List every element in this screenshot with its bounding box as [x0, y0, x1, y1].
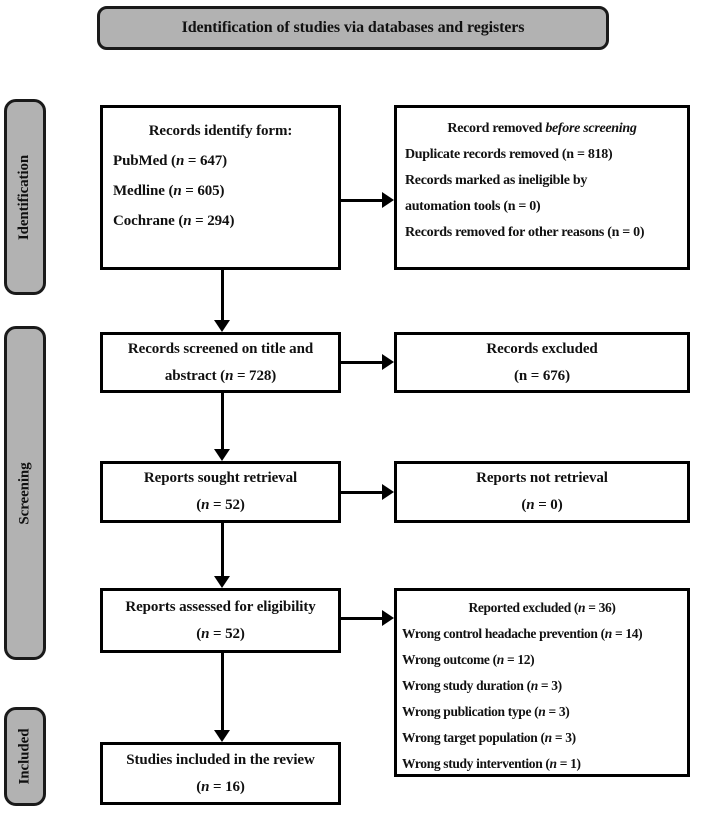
arrowhead-down-icon: [214, 320, 230, 332]
arrowhead-down-icon: [214, 576, 230, 588]
arrow-shaft: [220, 523, 224, 577]
arrow-identified-to-removed: [341, 192, 394, 208]
box-line: Reports sought retrieval: [143, 470, 298, 486]
box-line: Reports not retrieval: [476, 470, 608, 486]
arrow-sought-to-not-retrieved: [341, 484, 394, 500]
stage-label-identification: Identification: [4, 99, 46, 295]
box-line: Wrong study duration (n = 3): [402, 678, 562, 693]
arrow-screened-to-sought: [214, 393, 230, 461]
stage-label-included: Included: [4, 707, 46, 806]
box-line: Wrong control headache prevention (n = 1…: [402, 626, 643, 641]
stage-label-screening: Screening: [4, 326, 46, 660]
box-records-screened: Records screened on title and abstract (…: [100, 332, 341, 393]
arrow-assessed-to-included: [214, 653, 230, 742]
box-reports-assessed: Reports assessed for eligibility (n = 52…: [100, 588, 341, 653]
banner-title: Identification of studies via databases …: [181, 19, 525, 36]
box-line: (n = 676): [514, 367, 570, 384]
box-line: (n = 0): [521, 497, 563, 513]
box-line: Wrong publication type (n = 3): [402, 704, 570, 719]
arrowhead-right-icon: [382, 484, 394, 500]
box-line: Wrong outcome (n = 12): [402, 652, 535, 667]
box-studies-included: Studies included in the review (n = 16): [100, 742, 341, 805]
box-heading: Records identify form:: [148, 123, 293, 139]
arrow-identified-to-screened: [214, 270, 230, 332]
stage-included-text: Included: [16, 728, 33, 785]
box-heading: Record removed before screening: [447, 121, 637, 136]
box-line: Studies included in the review: [126, 751, 315, 768]
box-line: Records marked as ineligible by: [405, 173, 588, 188]
box-line: Duplicate records removed (n = 818): [405, 147, 613, 162]
arrowhead-down-icon: [214, 730, 230, 742]
box-reports-sought: Reports sought retrieval (n = 52): [100, 461, 341, 523]
box-records-excluded: Records excluded (n = 676): [394, 332, 690, 393]
arrow-shaft: [341, 198, 383, 202]
stage-screening-text: Screening: [16, 461, 33, 525]
arrow-sought-to-assessed: [214, 523, 230, 588]
arrow-shaft: [341, 616, 383, 620]
arrow-screened-to-excluded: [341, 354, 394, 370]
box-line: PubMed (n = 647): [113, 153, 228, 169]
arrow-assessed-to-excluded-reasons: [341, 610, 394, 626]
box-line: Records removed for other reasons (n = 0…: [405, 225, 645, 240]
box-line: Reports assessed for eligibility: [125, 598, 316, 615]
arrow-shaft: [220, 653, 224, 731]
box-line: Records excluded: [486, 340, 598, 357]
box-line: Records screened on title and: [127, 340, 314, 357]
box-line: Wrong study intervention (n = 1): [402, 756, 581, 771]
arrowhead-down-icon: [214, 449, 230, 461]
box-line: Wrong target population (n = 3): [402, 730, 576, 745]
box-heading: Reported excluded (n = 36): [468, 600, 616, 615]
arrow-shaft: [341, 360, 383, 364]
stage-identification-text: Identification: [16, 154, 33, 240]
box-reports-excluded-reasons: Reported excluded (n = 36) Wrong control…: [394, 588, 690, 777]
box-line: (n = 52): [196, 497, 245, 513]
box-line: abstract (n = 728): [164, 367, 277, 384]
arrow-shaft: [341, 490, 383, 494]
box-records-removed-before-screening: Record removed before screening Duplicat…: [394, 105, 690, 270]
arrowhead-right-icon: [382, 192, 394, 208]
box-line: (n = 52): [196, 625, 245, 642]
arrow-shaft: [220, 270, 224, 321]
box-line: Cochrane (n = 294): [113, 213, 235, 229]
arrowhead-right-icon: [382, 354, 394, 370]
arrowhead-right-icon: [382, 610, 394, 626]
box-line: Medline (n = 605): [113, 183, 225, 199]
arrow-shaft: [220, 393, 224, 450]
box-records-identified: Records identify form: PubMed (n = 647) …: [100, 105, 341, 270]
box-line: (n = 16): [196, 778, 245, 795]
box-line: automation tools (n = 0): [405, 199, 541, 214]
banner: Identification of studies via databases …: [97, 6, 609, 50]
box-reports-not-retrieved: Reports not retrieval (n = 0): [394, 461, 690, 523]
